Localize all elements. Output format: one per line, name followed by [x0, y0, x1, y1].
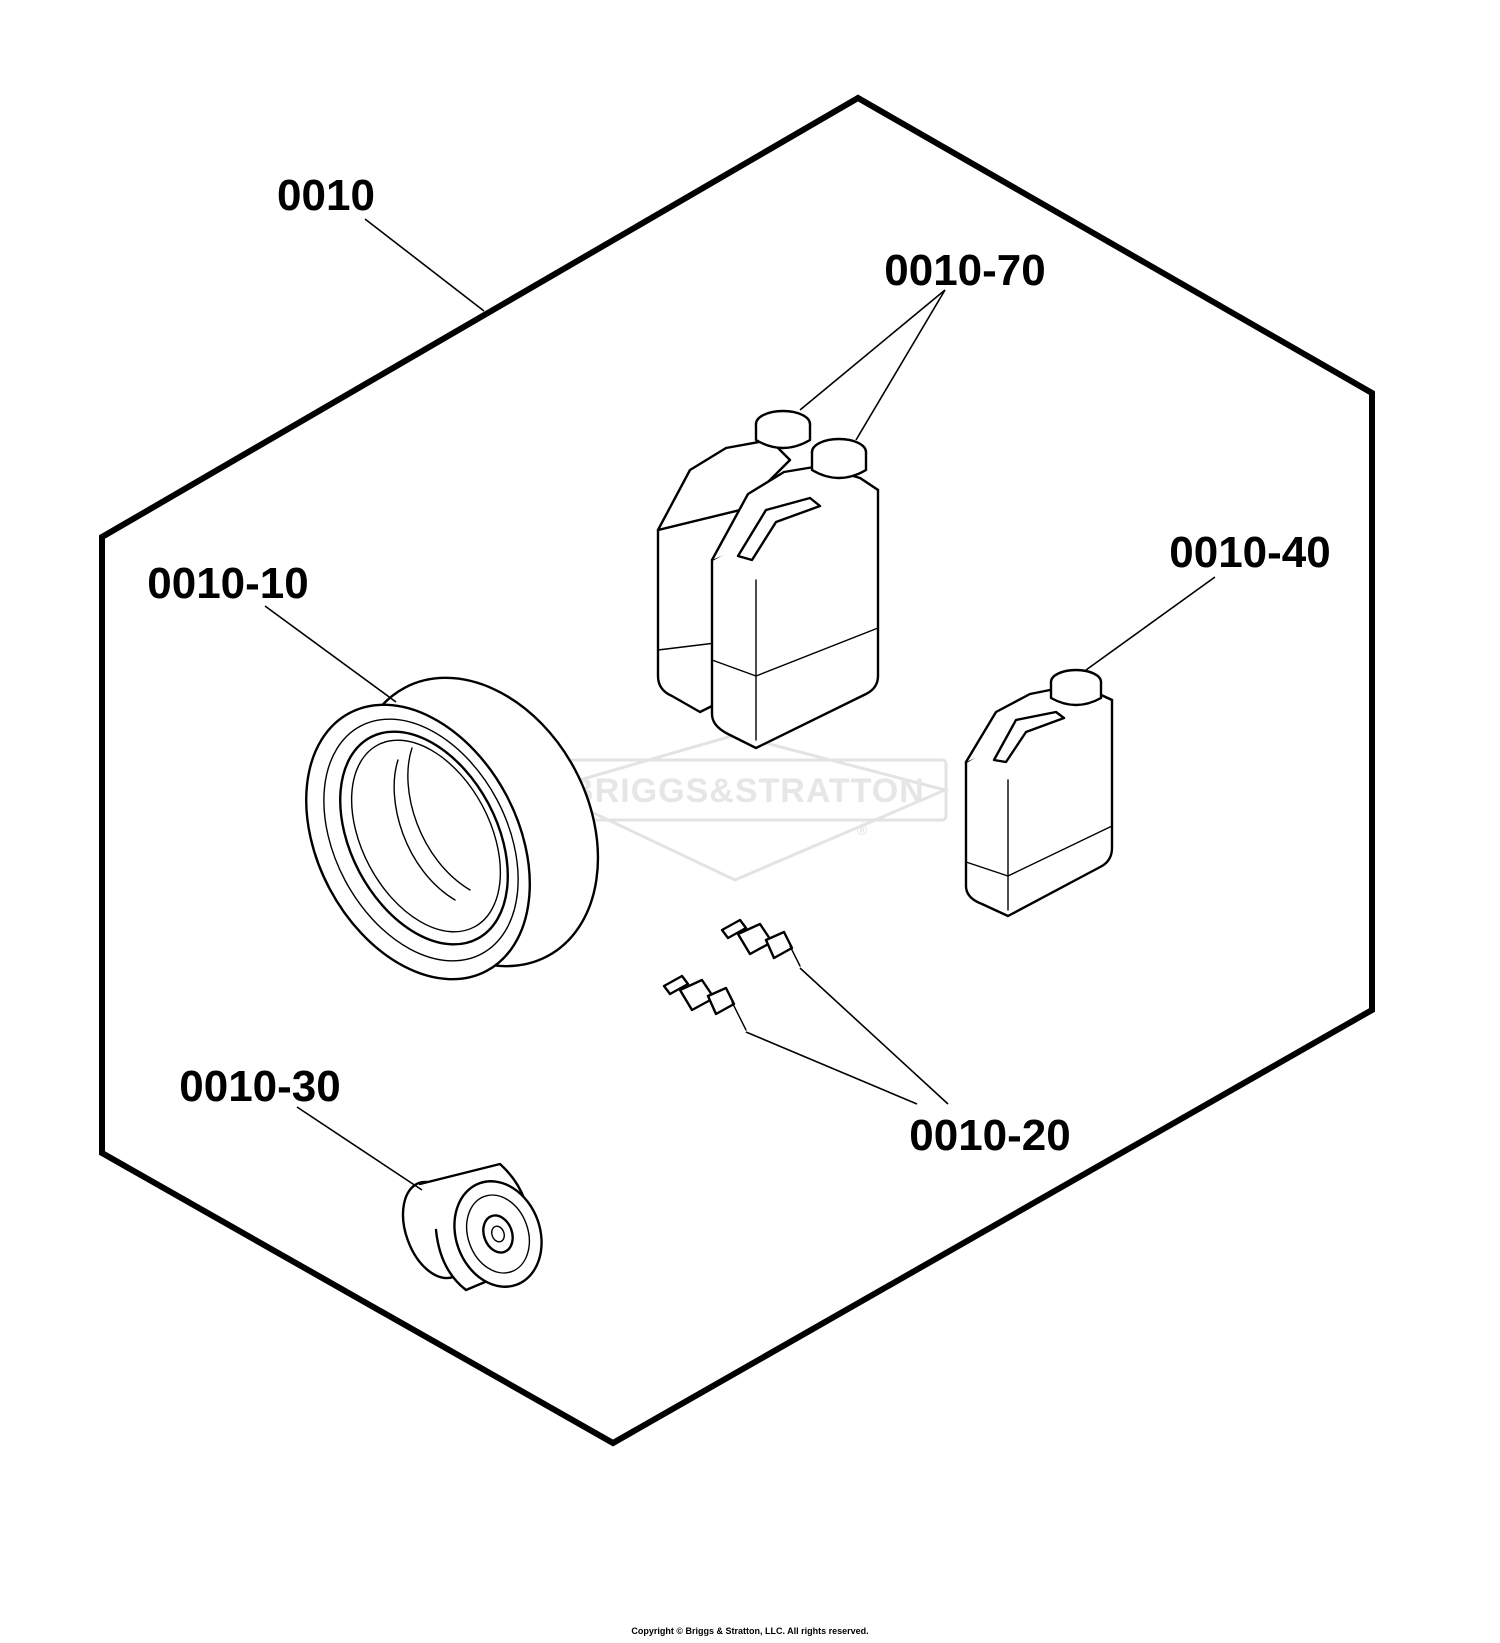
- leader-spark-plug-b: [745, 1031, 918, 1105]
- callout-air-filter[interactable]: 0010-10: [147, 559, 308, 608]
- leader-kit: [364, 218, 485, 312]
- air-filter[interactable]: [261, 635, 646, 1018]
- leader-lines: [264, 218, 1216, 1191]
- callout-oil-single[interactable]: 0010-40: [1169, 528, 1330, 577]
- callout-oil-pair[interactable]: 0010-70: [884, 246, 1045, 295]
- spark-plug-lower[interactable]: [662, 974, 747, 1031]
- oil-bottle-front[interactable]: [710, 437, 880, 750]
- callout-oil-filter[interactable]: 0010-30: [179, 1062, 340, 1111]
- callout-spark-plugs[interactable]: 0010-20: [909, 1111, 1070, 1160]
- kit-outline-hexagon: [99, 94, 1375, 1447]
- leader-oil-pair-a: [799, 289, 946, 411]
- leader-oil-pair-b: [855, 289, 946, 441]
- copyright-footer: Copyright © Briggs & Stratton, LLC. All …: [631, 1626, 869, 1636]
- brand-watermark: BRIGGS&STRATTON ®: [540, 733, 950, 882]
- leader-spark-plug-a: [799, 967, 949, 1105]
- watermark-diamond-icon: [540, 733, 950, 882]
- spark-plug-upper[interactable]: [720, 918, 801, 967]
- oil-bottle-single[interactable]: [964, 668, 1114, 918]
- leader-oil-filter: [296, 1106, 423, 1191]
- leader-oil-single: [1085, 576, 1216, 671]
- watermark-brand-text: BRIGGS&STRATTON: [569, 772, 925, 810]
- oil-filter[interactable]: [391, 1162, 556, 1299]
- watermark-registered-mark: ®: [857, 822, 868, 838]
- leader-air-filter: [264, 605, 397, 703]
- callout-kit[interactable]: 0010: [277, 171, 375, 220]
